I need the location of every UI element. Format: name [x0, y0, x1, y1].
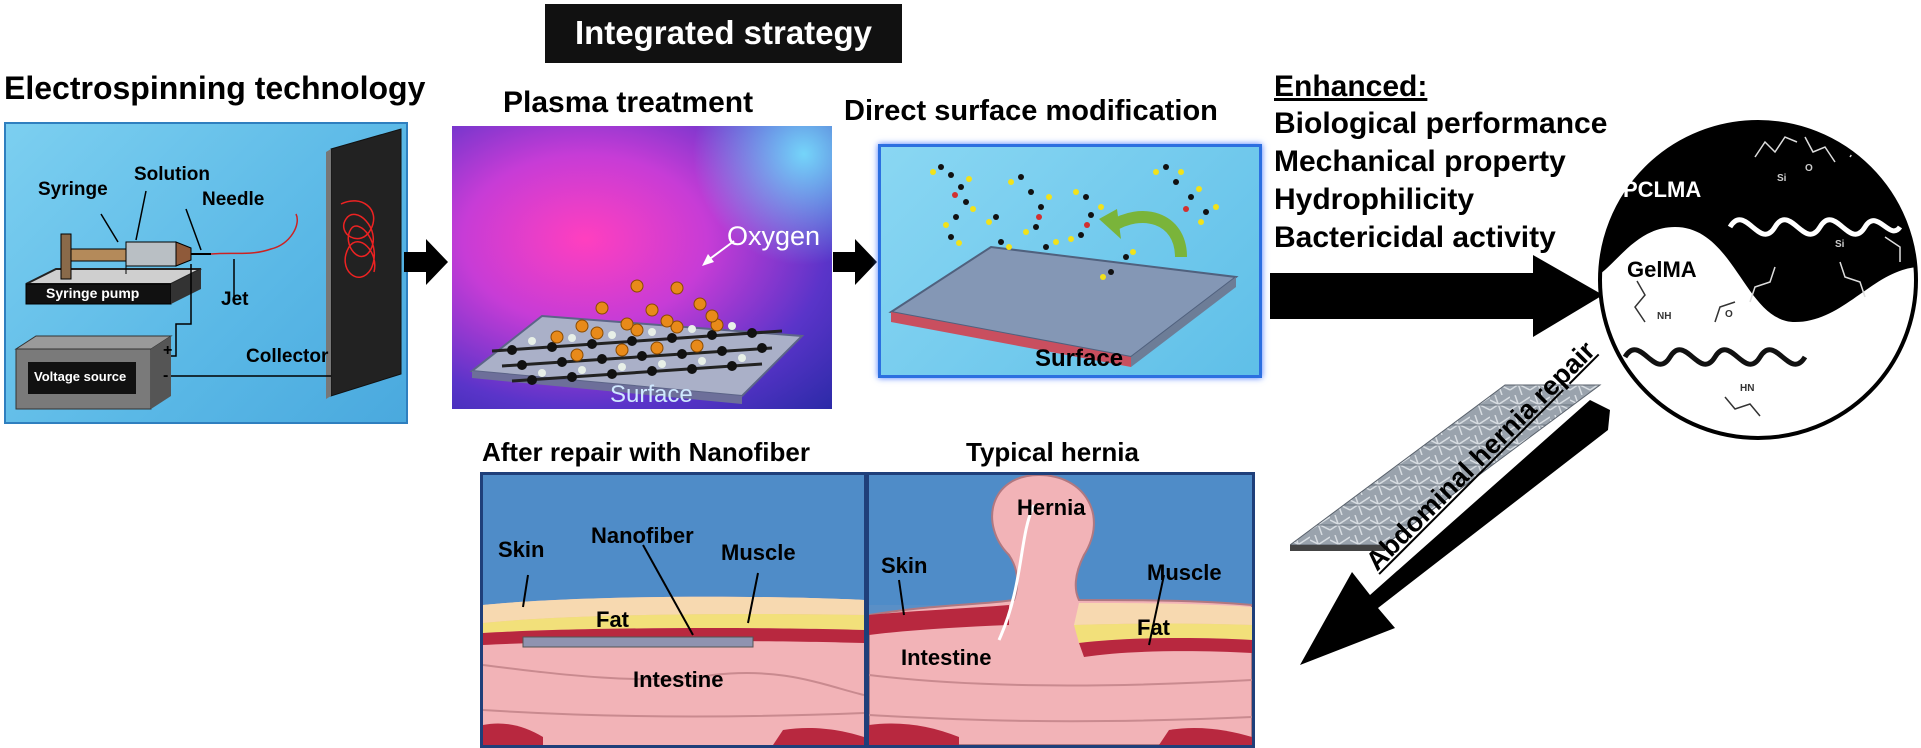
repair-arrow-icon	[1300, 400, 1610, 665]
plasma-surface-label: Surface	[610, 381, 693, 408]
typical-intestine-label: Intestine	[901, 645, 992, 670]
voltage-source-label: Voltage source	[34, 369, 127, 384]
silicon-atom-label: Si	[1777, 173, 1787, 184]
syringe-label: Syringe	[38, 179, 108, 200]
oxygen-atom-label: O	[1725, 309, 1733, 320]
typical-illustration	[869, 475, 1252, 745]
collector-label: Collector	[246, 346, 329, 367]
flow-arrow-icon	[833, 239, 877, 285]
electrospinning-illustration	[14, 128, 402, 410]
plasma-heading: Plasma treatment	[503, 86, 754, 119]
oxygen-label: Oxygen	[727, 221, 821, 251]
title-box	[545, 4, 902, 63]
typical-heading: Typical hernia	[966, 437, 1139, 467]
modification-heading: Direct surface modification	[844, 95, 1218, 127]
typical-panel: Hernia Skin Muscle Fat Intestine	[866, 472, 1255, 748]
plasma-illustration	[469, 240, 805, 404]
enhanced-item: Hydrophilicity	[1274, 183, 1475, 216]
plasma-panel: Oxygen Surface	[452, 126, 832, 409]
needle-label: Needle	[202, 189, 265, 210]
jet-label: Jet	[221, 289, 249, 310]
after-intestine-label: Intestine	[633, 667, 724, 692]
nanofiber-mesh	[1290, 384, 1602, 551]
enhanced-heading: Enhanced:	[1274, 70, 1428, 103]
after-repair-illustration	[483, 475, 864, 745]
after-repair-panel: Skin Nanofiber Muscle Fat Intestine	[480, 472, 867, 748]
after-nanofiber-label: Nanofiber	[591, 523, 694, 548]
hn-group-label: HN	[1740, 383, 1754, 394]
after-skin-label: Skin	[498, 537, 545, 562]
typical-fat-label: Fat	[1137, 615, 1170, 640]
minus-label: -	[163, 367, 169, 384]
silicon-atom-label: Si	[1835, 239, 1845, 250]
diagram-title: Integrated strategy	[574, 14, 873, 51]
typical-skin-label: Skin	[881, 553, 928, 578]
enhanced-item: Bactericidal activity	[1274, 221, 1556, 254]
electrospinning-panel: Syringe Solution Needle Syringe pump Jet…	[4, 122, 408, 424]
syringe-pump-label: Syringe pump	[46, 285, 140, 301]
nh-group-label: NH	[1657, 311, 1671, 322]
gelma-label: GelMA	[1627, 257, 1697, 282]
solution-label: Solution	[134, 164, 210, 185]
after-repair-heading: After repair with Nanofiber	[482, 437, 810, 467]
modification-surface-label: Surface	[1035, 345, 1124, 372]
after-muscle-label: Muscle	[721, 540, 796, 565]
hernia-label: Hernia	[1017, 495, 1086, 520]
enhanced-item: Biological performance	[1274, 107, 1608, 140]
enhanced-item: Mechanical property	[1274, 145, 1566, 178]
enhanced-arrow-icon	[1270, 255, 1603, 337]
modification-illustration	[888, 164, 1239, 367]
plus-label: +	[163, 342, 173, 359]
pclma-label: PCLMA	[1623, 177, 1701, 202]
modification-panel: Surface	[878, 144, 1262, 378]
polymer-circle: PCLMA GelMA O Si Si O NH HN	[1598, 120, 1918, 440]
electrospinning-heading: Electrospinning technology	[4, 70, 426, 106]
flow-arrow-icon	[404, 239, 448, 285]
typical-muscle-label: Muscle	[1147, 560, 1222, 585]
oxygen-atom-label: O	[1805, 163, 1813, 174]
after-fat-label: Fat	[596, 607, 629, 632]
